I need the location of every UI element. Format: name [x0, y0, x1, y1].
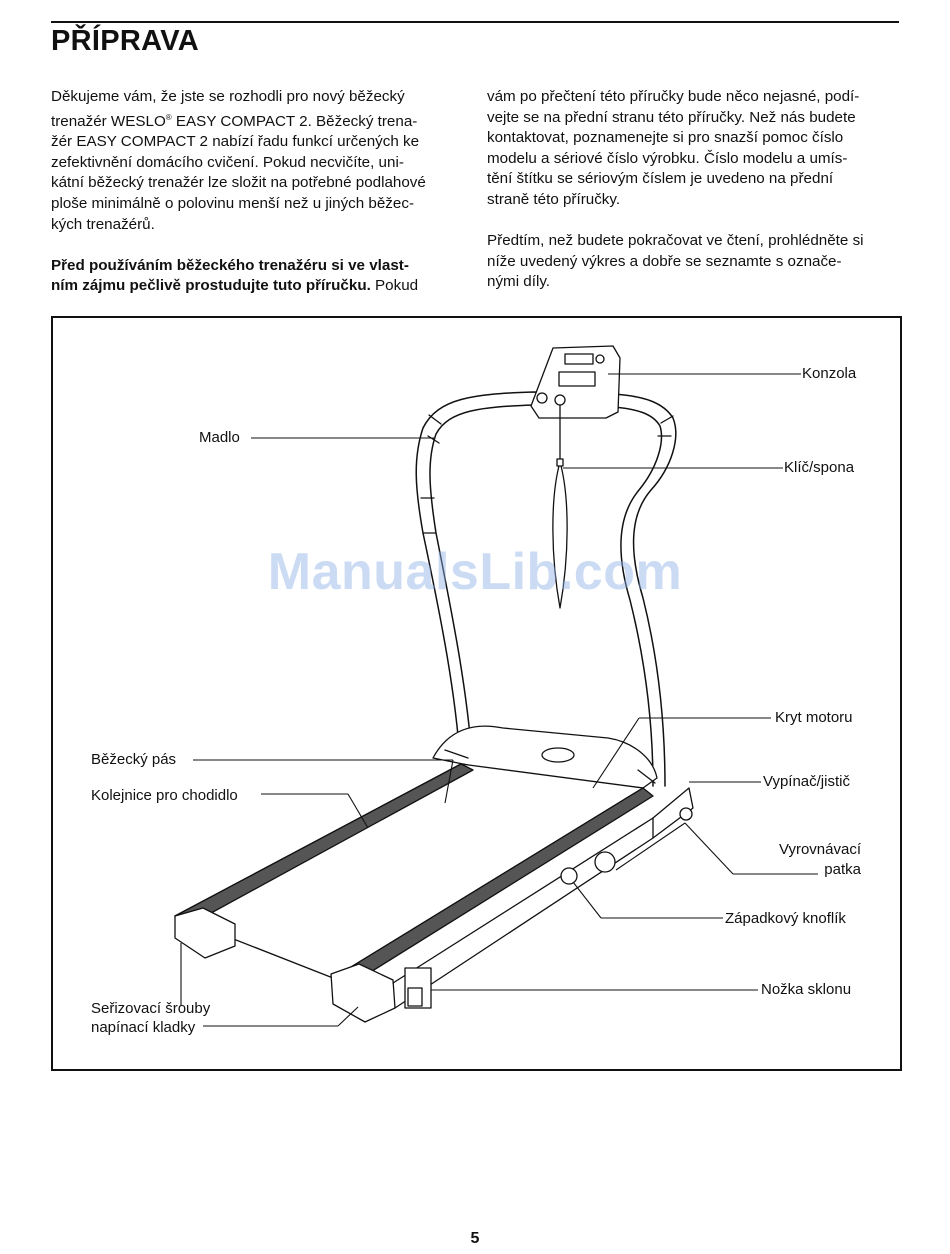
- treadmill-drawing: [174, 345, 818, 1027]
- page-number: 5: [470, 1230, 480, 1247]
- intro-line: Děkujeme vám, že jste se rozhodli pro no…: [51, 88, 405, 105]
- label-latch-knob: Západkový knoflík: [725, 910, 846, 927]
- intro-line: vám po přečtení této příručky bude něco …: [487, 88, 860, 105]
- intro-right-column: vám po přečtení této příručky bude něco …: [487, 87, 899, 293]
- intro-line: níže uvedený výkres a dobře se seznamte …: [487, 252, 842, 270]
- label-key-clip: Klíč/spona: [784, 459, 855, 476]
- intro-left-column: Děkujeme vám, že jste se rozhodli pro no…: [51, 87, 461, 297]
- intro-line-tail: EASY COMPACT 2. Běžecký trena-: [171, 112, 418, 130]
- warning-line: Před používáním běžeckého trenažéru si v…: [51, 256, 409, 274]
- intro-line: zefektivnění domácího cvičení. Pokud nec…: [51, 153, 404, 171]
- label-leveling-foot: patka: [824, 861, 861, 878]
- registered-mark: ®: [165, 112, 172, 122]
- intro-line: Předtím, než budete pokračovat ve čtení,…: [487, 232, 864, 250]
- warning-bold-text: ním zájmu pečlivě prostudujte tuto příru…: [51, 277, 371, 295]
- intro-line: žér EASY COMPACT 2 nabízí řadu funkcí ur…: [51, 133, 420, 151]
- intro-line: nými díly.: [487, 273, 551, 291]
- intro-line: tění štítku se sériovým číslem je uveden…: [487, 170, 834, 188]
- label-incline-leg: Nožka sklonu: [761, 981, 852, 998]
- page-title: PŘÍPRAVA: [51, 25, 199, 57]
- label-circuit-breaker: Vypínač/jistič: [763, 773, 850, 790]
- intro-line: trenažér WESLO® EASY COMPACT 2. Běžecký …: [51, 108, 461, 133]
- label-foot-rail: Kolejnice pro chodidlo: [91, 787, 238, 804]
- top-rule: [51, 21, 899, 23]
- intro-line: straně této příručky.: [487, 190, 621, 208]
- intro-line: kontaktovat, poznamenejte si pro snazší …: [487, 129, 844, 147]
- intro-line: kátní běžecký trenažér lze složit na pot…: [51, 174, 426, 192]
- label-leveling-foot: Vyrovnávací: [779, 841, 861, 858]
- label-motor-hood: Kryt motoru: [775, 709, 853, 726]
- intro-line: vejte se na přední stranu této příručky.…: [487, 108, 856, 126]
- warning-line: ním zájmu pečlivě prostudujte tuto příru…: [51, 276, 461, 297]
- label-idler-bolts: napínací kladky: [91, 1019, 196, 1036]
- warning-tail: Pokud: [370, 277, 419, 295]
- intro-line: ploše minimálně o polovinu menší než u j…: [51, 195, 415, 213]
- brand-text: trenažér WESLO: [51, 112, 166, 130]
- label-handrail: Madlo: [199, 429, 240, 446]
- intro-line: modelu a sériové číslo výrobku. Číslo mo…: [487, 149, 848, 167]
- label-walking-belt: Běžecký pás: [91, 751, 177, 768]
- intro-line: kých trenažérů.: [51, 215, 155, 233]
- treadmill-diagram: Madlo Konzola Klíč/spona Kryt motoru Běž…: [51, 316, 902, 1071]
- label-console: Konzola: [802, 365, 857, 382]
- label-idler-bolts: Seřizovací šrouby: [91, 1000, 211, 1017]
- watermark: ManualsLib.com: [267, 543, 683, 601]
